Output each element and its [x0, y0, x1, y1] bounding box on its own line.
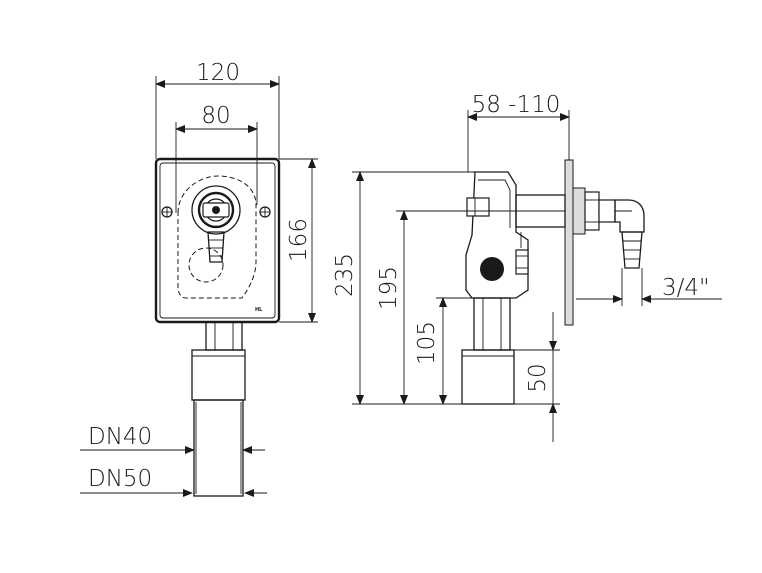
side-hose-barb	[621, 231, 643, 269]
side-housing-body	[465, 171, 529, 299]
front-outlet-pipe-lower	[193, 399, 244, 497]
front-trap-outline	[188, 247, 224, 283]
dim-label-dn40: DN40	[88, 424, 152, 450]
side-connector-nut	[584, 191, 600, 231]
dim-label-thread: 3/4"	[662, 275, 710, 301]
dim-label-58-110: 58 -110	[472, 92, 561, 118]
front-view: HL 120 80 166 DN40 DN50	[80, 60, 318, 497]
side-outlet-pipe-socket	[461, 349, 515, 405]
dim-label-50: 50	[525, 363, 551, 392]
brand-mark: HL	[255, 307, 263, 313]
side-connector-body	[598, 199, 616, 223]
side-nut	[515, 249, 529, 275]
side-connector-flange	[572, 187, 586, 235]
front-outlet-pipe-socket	[191, 349, 246, 401]
side-outlet-pipe-upper	[473, 297, 511, 351]
front-inlet-ring-outer	[191, 185, 241, 235]
front-cover-inner	[159, 162, 276, 319]
side-wall-plate	[564, 159, 574, 326]
dim-label-dn50: DN50	[88, 466, 152, 492]
front-inlet-ring	[197, 191, 235, 229]
front-inlet-center	[212, 206, 220, 214]
dim-label-120: 120	[196, 60, 240, 86]
dim-label-80: 80	[201, 103, 230, 129]
front-screw-left	[161, 206, 173, 218]
dim-label-195: 195	[376, 266, 402, 310]
dim-label-235: 235	[332, 253, 358, 297]
front-outlet-pipe-upper	[205, 321, 243, 351]
side-view: 58 -110 235 195 105 50 3/4"	[332, 92, 722, 442]
dim-label-166: 166	[286, 218, 312, 262]
front-hose-barb	[207, 231, 225, 263]
front-screw-right	[259, 206, 271, 218]
dim-label-105: 105	[414, 321, 440, 365]
front-housing-outline	[177, 175, 257, 299]
side-elbow	[614, 199, 645, 233]
side-trap-ball	[480, 257, 504, 281]
side-housing-cap	[466, 197, 490, 217]
